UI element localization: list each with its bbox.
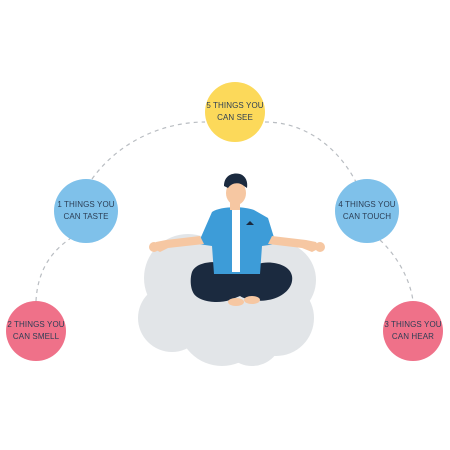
node-touch-line1: 4 THINGS YOU: [338, 200, 396, 209]
node-smell-line2: CAN SMELL: [12, 332, 60, 341]
node-one-thing-taste: 1 THINGS YOU CAN TASTE: [54, 179, 118, 243]
node-smell-line1: 2 THINGS YOU: [7, 320, 65, 329]
head: [226, 181, 246, 205]
node-four-things-touch: 4 THINGS YOU CAN TOUCH: [335, 179, 399, 243]
connector-see-touch: [264, 121, 357, 183]
shirt-pocket: [246, 221, 254, 225]
node-hear-line1: 3 THINGS YOU: [384, 320, 442, 329]
right-arm: [268, 236, 320, 252]
node-taste-line2: CAN TASTE: [63, 212, 109, 221]
connector-touch-hear: [379, 239, 414, 302]
connector-smell-taste: [35, 235, 75, 302]
node-see-line2: CAN SEE: [217, 113, 253, 122]
node-see-line1: 5 THINGS YOU: [206, 101, 264, 110]
node-three-things-hear: 3 THINGS YOU CAN HEAR: [383, 301, 443, 361]
left-foot: [228, 298, 244, 306]
right-hand: [315, 242, 325, 252]
right-foot: [244, 296, 260, 304]
neck: [230, 200, 240, 210]
node-two-things-smell: 2 THINGS YOU CAN SMELL: [6, 301, 66, 361]
connector-taste-see: [91, 121, 206, 180]
hair: [224, 173, 248, 188]
meditating-person-illustration: [149, 173, 325, 306]
left-arm: [152, 236, 204, 252]
node-five-things-see: 5 THINGS YOU CAN SEE: [205, 82, 265, 142]
node-touch-line2: CAN TOUCH: [342, 212, 392, 221]
left-hand: [149, 242, 159, 252]
shirt-placket: [232, 210, 240, 272]
node-hear-line2: CAN HEAR: [391, 332, 435, 341]
node-taste-line1: 1 THINGS YOU: [57, 200, 115, 209]
